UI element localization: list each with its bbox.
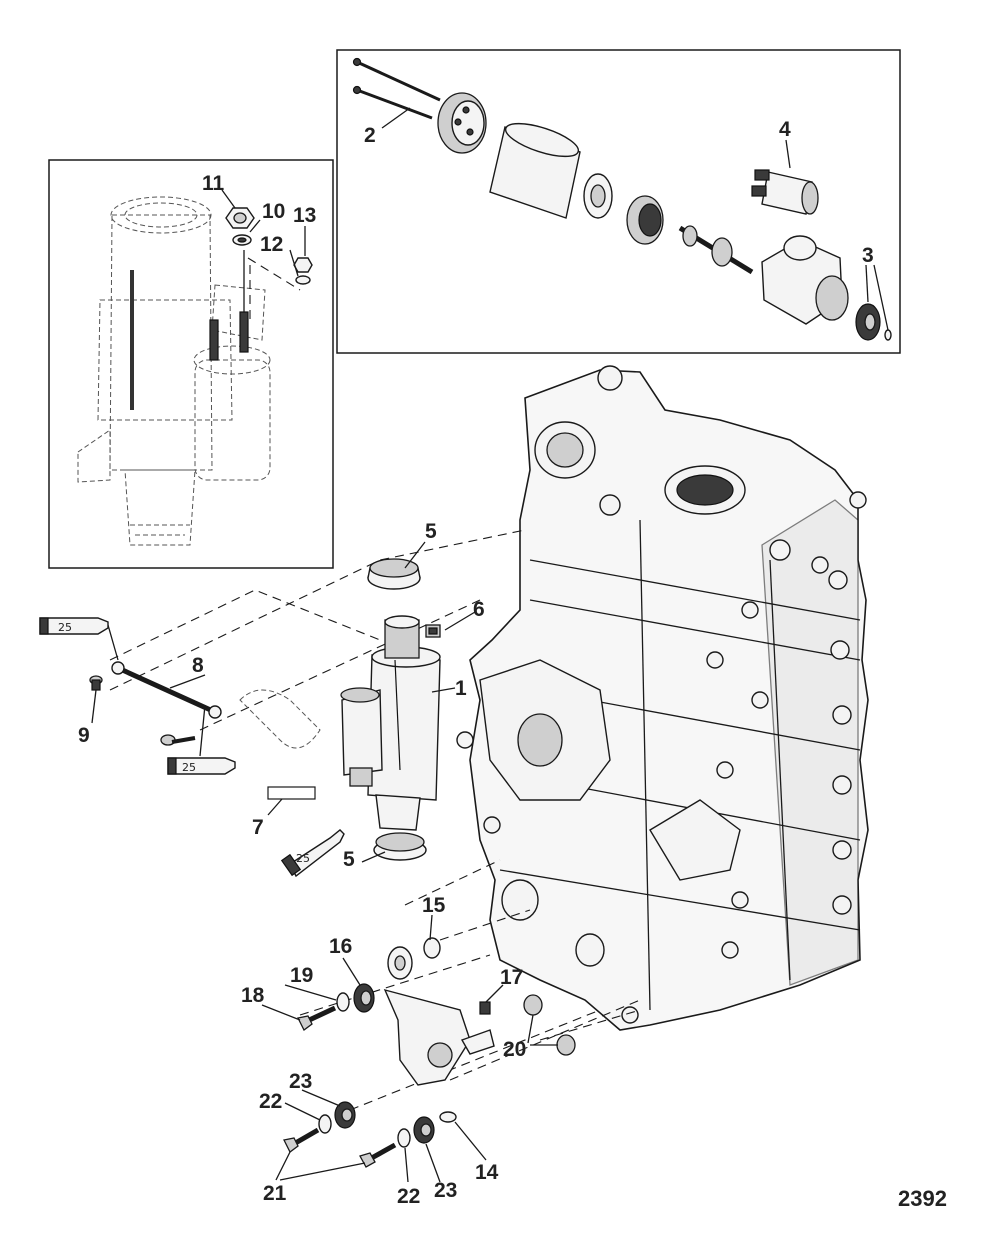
callout-19: 19 xyxy=(290,964,313,987)
starter-washer xyxy=(583,173,613,219)
starter-drive-housing xyxy=(761,235,849,325)
tube-label-middle: 25 xyxy=(182,761,196,774)
callout-12: 12 xyxy=(260,233,283,256)
bolt-18 xyxy=(297,1005,337,1031)
callout-6: 6 xyxy=(473,598,485,621)
figure-number: 2392 xyxy=(898,1186,947,1211)
washer-22-lower xyxy=(397,1128,411,1148)
callout-23-lower: 23 xyxy=(434,1179,457,1202)
tube-label-lower: 25 xyxy=(296,852,310,865)
tube-label-upper: 25 xyxy=(58,621,72,634)
callout-14: 14 xyxy=(475,1161,499,1184)
block-ribs xyxy=(499,519,861,1011)
callout-8: 8 xyxy=(192,654,204,677)
callout-21: 21 xyxy=(263,1182,287,1205)
callout-16: 16 xyxy=(329,935,352,958)
solenoid-terminals xyxy=(209,250,249,361)
starter-solenoid xyxy=(751,169,819,215)
callout-20: 20 xyxy=(503,1038,526,1061)
callout-23-upper: 23 xyxy=(289,1070,312,1093)
block-top-features xyxy=(534,365,867,574)
grommet-15 xyxy=(387,937,441,980)
washer-22-upper xyxy=(318,1114,332,1134)
sealant-tube-middle: 25 xyxy=(167,757,236,775)
harness-ghost xyxy=(239,689,321,749)
callout-22-upper: 22 xyxy=(259,1090,282,1113)
callout-2: 2 xyxy=(364,124,376,147)
mounting-bracket xyxy=(383,988,495,1123)
grommet-16 xyxy=(353,983,375,1013)
starter-assembled-inset: 11 10 13 12 xyxy=(48,159,334,569)
screw-9 xyxy=(89,675,103,691)
battery-cable xyxy=(107,624,222,719)
bolt-21-upper xyxy=(283,1127,320,1153)
nuts-20 xyxy=(523,994,576,1056)
washer-19 xyxy=(336,992,350,1012)
callout-22-lower: 22 xyxy=(397,1185,420,1208)
starter-exploded-inset: 2 4 3 xyxy=(336,49,901,354)
item-7-box xyxy=(267,786,316,800)
starter-ghost-body xyxy=(77,196,271,546)
sealant-tube-lower: 25 xyxy=(280,829,345,878)
starter-grommet-upper xyxy=(367,558,421,590)
callout-17: 17 xyxy=(500,966,523,989)
starter-armature xyxy=(678,225,754,275)
starter-brush-plate xyxy=(626,195,664,245)
callout-11: 11 xyxy=(202,172,225,195)
starter-end-cap xyxy=(437,92,487,154)
callout-10: 10 xyxy=(262,200,285,223)
main-leaders xyxy=(91,541,558,1183)
grommet-23-lower xyxy=(413,1116,435,1144)
callout-9: 9 xyxy=(78,724,90,747)
starter-field-frame xyxy=(489,122,581,219)
callout-3: 3 xyxy=(862,244,874,267)
terminal-nut xyxy=(225,207,255,229)
callout-5-upper: 5 xyxy=(425,520,437,543)
grommet-23-upper xyxy=(334,1101,356,1129)
callout-7: 7 xyxy=(252,816,264,839)
block-bolt-bosses xyxy=(706,570,852,959)
bolt-21-lower xyxy=(359,1142,397,1168)
callout-5-lower: 5 xyxy=(343,848,355,871)
engine-block xyxy=(456,365,869,1031)
callout-13: 13 xyxy=(293,204,316,227)
through-bolts xyxy=(352,57,441,120)
cable-screw xyxy=(160,734,196,746)
callout-4: 4 xyxy=(779,118,791,141)
sealant-tube-upper: 25 xyxy=(39,617,109,635)
starter-grommet-lower xyxy=(373,832,427,861)
small-nut-6 xyxy=(425,624,441,638)
assembly-dash-lines xyxy=(109,529,641,1111)
terminal-washer xyxy=(232,234,252,246)
callout-18: 18 xyxy=(241,984,265,1007)
callout-15: 15 xyxy=(422,894,446,917)
fitting-17 xyxy=(479,1001,491,1015)
callout-1: 1 xyxy=(455,677,467,700)
starter-motor xyxy=(340,615,441,831)
pinion-gear xyxy=(855,303,892,341)
